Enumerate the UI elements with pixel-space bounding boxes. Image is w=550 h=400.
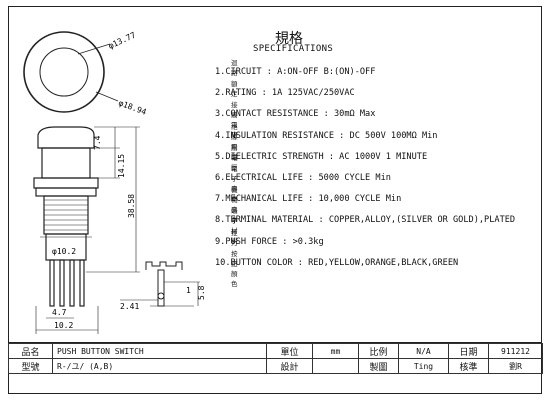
dim-terminal-width: 1 [186, 286, 191, 295]
title-block-row: 型號 R-/ユ/ (A,B) 設計 製圖 Ting 核準 劉R [8, 358, 543, 374]
spec-item-en: 3.CONTACT RESISTANCE : 30mΩ Max [215, 109, 376, 120]
spec-item-zh: 端子材料 [231, 207, 238, 246]
spec-item-en: 4.INSULATION RESISTANCE : DC 500V 100MΩ … [215, 130, 438, 141]
dim-top-inner: φ13.77 [107, 30, 137, 50]
dim-terminal-thickness: 2.41 [120, 302, 139, 311]
spec-item-zh: 接觸電阻 [231, 101, 238, 140]
technical-drawing: φ13.77 φ18.94 [23, 30, 206, 334]
title-block-table: 品名 PUSH BUTTON SWITCH 單位 mm 比例 N/A 日期 91… [8, 343, 543, 374]
spec-item-zh: 電子壽命 [231, 164, 238, 203]
side-view [33, 126, 140, 334]
drawn-value: Ting [398, 358, 449, 374]
date-label: 日期 [448, 343, 489, 359]
spec-title-en: SPECIFICATIONS [253, 44, 334, 54]
spec-item-en: 7.MECHANICAL LIFE : 10,000 CYCLE Min [215, 194, 402, 205]
dim-upper-height: 14.15 [117, 154, 126, 178]
name-value: PUSH BUTTON SWITCH [52, 343, 267, 359]
unit-label: 單位 [266, 343, 313, 359]
model-label: 型號 [8, 358, 53, 374]
dim-top-outer: φ18.94 [117, 98, 147, 116]
date-value: 911212 [488, 343, 543, 359]
dim-thread-dia: φ10.2 [52, 247, 76, 256]
spec-title-zh: 規格 [275, 31, 303, 47]
spec-item-zh: 推力 [231, 228, 238, 247]
spec-item-zh: 絕緣電阻 [231, 122, 238, 161]
spec-item-zh: 迴路 [231, 59, 238, 77]
drawn-label: 製圖 [358, 358, 399, 374]
spec-item-en: 2.RATING : 1A 125VAC/250VAC [215, 88, 355, 99]
terminal-detail [120, 261, 200, 307]
spec-item-en: 8.TERMINAL MATERIAL : COPPER,ALLOY,(SILV… [215, 215, 516, 226]
spec-item-zh: 額定 [231, 80, 238, 99]
spec-item-en: 10.BUTTON COLOR : RED,YELLOW,ORANGE,BLAC… [215, 257, 459, 268]
spec-item-en: 5.DIELECTRIC STRENGTH : AC 1000V 1 MINUT… [215, 151, 428, 162]
spec-item-en: 6.ELECTRICAL LIFE : 5000 CYCLE Min [215, 172, 391, 183]
approve-value: 劉R [488, 358, 543, 374]
spec-item-en: 9.PUSH FORCE : >0.3kg [215, 236, 324, 247]
unit-value: mm [312, 343, 359, 359]
design-label: 設計 [266, 358, 313, 374]
title-block-row: 品名 PUSH BUTTON SWITCH 單位 mm 比例 N/A 日期 91… [8, 343, 543, 359]
design-value [312, 358, 359, 374]
approve-label: 核準 [448, 358, 489, 374]
dim-pin-spacing: 4.7 [52, 308, 67, 317]
scale-label: 比例 [358, 343, 399, 359]
dim-terminal-height: 5.8 [197, 285, 206, 300]
dim-cap-height: 7.4 [93, 135, 102, 150]
drawing-sheet [8, 6, 542, 394]
dim-base-width: 10.2 [54, 321, 73, 330]
model-value: R-/ユ/ (A,B) [52, 358, 267, 374]
name-label: 品名 [8, 343, 53, 359]
dim-total-height: 38.58 [127, 194, 136, 218]
title-block: 品名 PUSH BUTTON SWITCH 單位 mm 比例 N/A 日期 91… [8, 342, 543, 374]
top-view [23, 31, 119, 113]
spec-item-zh: 耐電壓 [231, 143, 238, 172]
spec-item-zh: 機械壽命 [231, 186, 238, 225]
spec-item-zh: 按鈕顏色 [231, 249, 238, 288]
scale-value: N/A [398, 343, 449, 359]
spec-item-en: 1.CIRCUIT : A:ON-OFF B:(ON)-OFF [215, 67, 376, 77]
